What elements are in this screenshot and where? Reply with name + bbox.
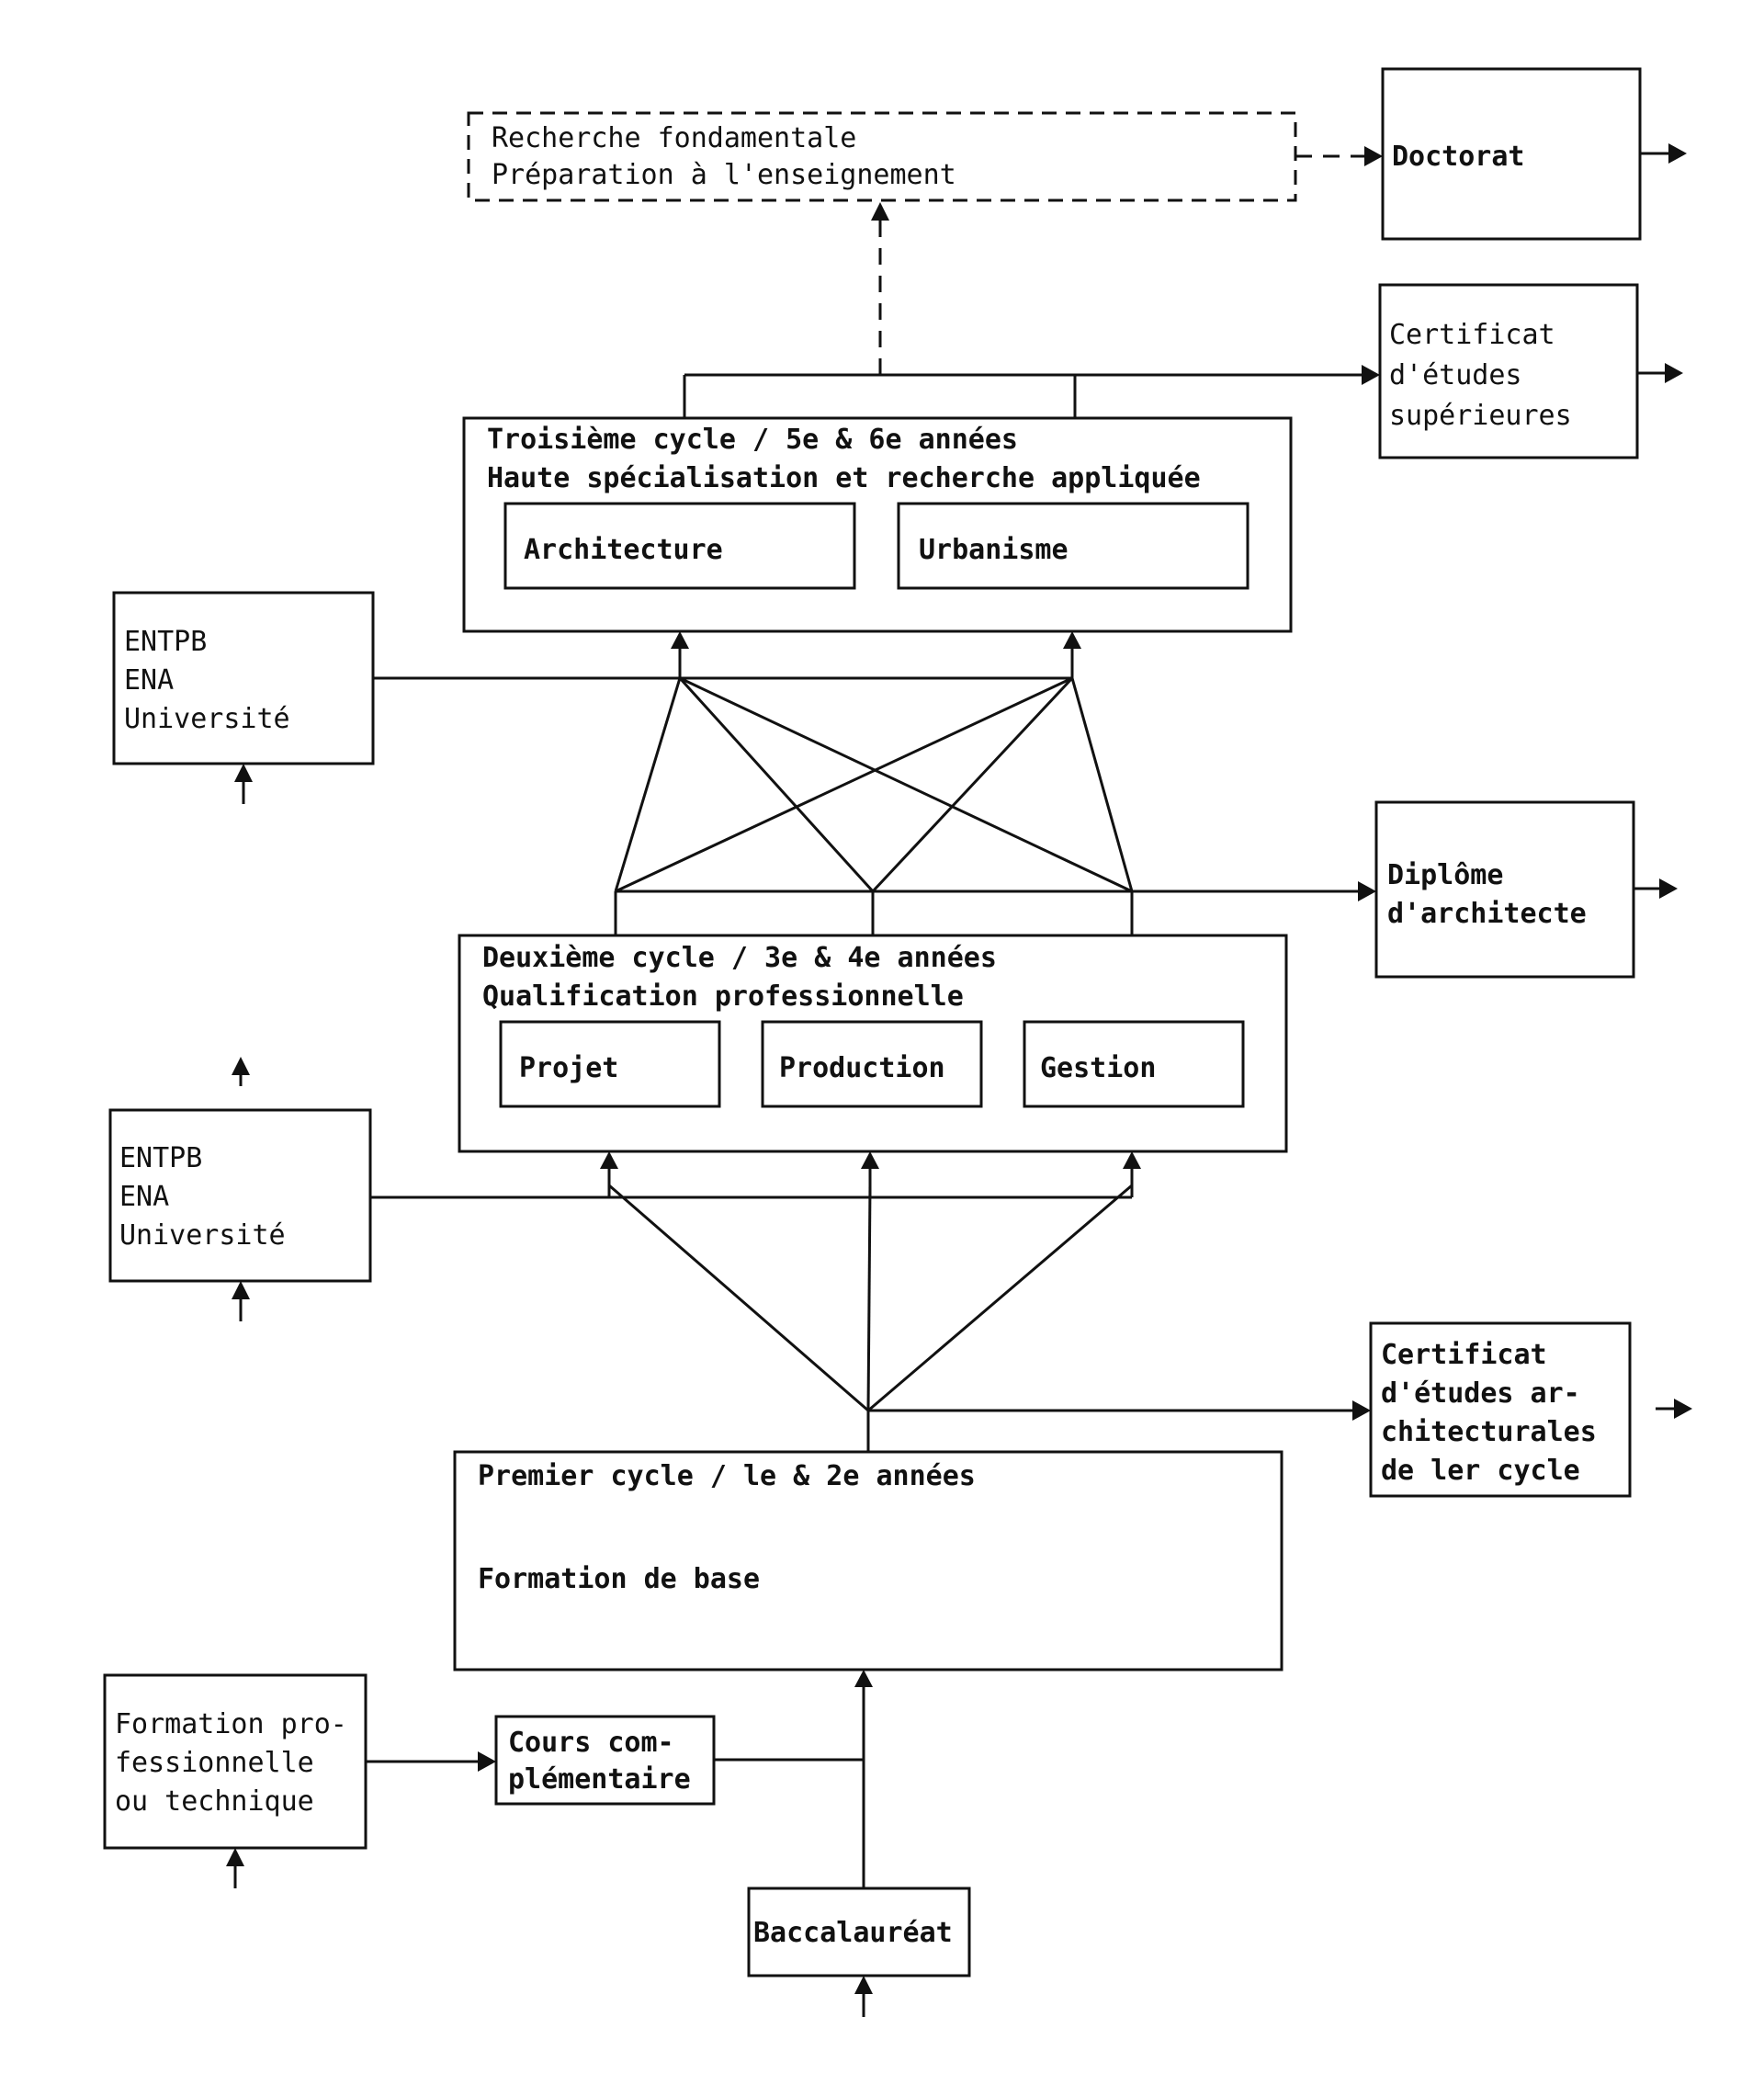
- entry-lower-line-1: ENTPB: [119, 1142, 202, 1174]
- entry-lower-line-2: ENA: [119, 1181, 169, 1213]
- diplome-out-arrowhead: [1659, 878, 1678, 899]
- cross-1: [614, 677, 682, 892]
- baccalaureat-box: [747, 1887, 971, 1977]
- entry-upper-input-arrowhead: [234, 764, 253, 782]
- formation-pro-line-3: ou technique: [115, 1785, 314, 1818]
- diplome-line-2: d'architecte: [1387, 898, 1587, 930]
- research-line-1: Recherche fondamentale: [492, 122, 856, 154]
- certificat-architecturales-box: [1369, 1321, 1632, 1498]
- premier-cycle-subtitle: Formation de base: [478, 1563, 760, 1595]
- deuxieme-cycle-title: Deuxième cycle / 3e & 4e années: [482, 942, 997, 974]
- cross-2: [615, 676, 1073, 893]
- troisieme-to-research-arrowhead: [871, 202, 889, 221]
- hub-to-gestion-line: [867, 1184, 1133, 1412]
- bac-input-arrowhead: [854, 1976, 873, 1994]
- premier-cycle-box: [453, 1450, 1283, 1671]
- entry-lower-up-arrowhead: [232, 1057, 250, 1075]
- formation-to-cours-arrowhead: [478, 1751, 496, 1772]
- to-production-arrowhead: [861, 1151, 879, 1169]
- hub-to-production-line: [866, 1184, 872, 1411]
- cross-6: [1070, 677, 1134, 892]
- entry-upper-line-1: ENTPB: [124, 626, 207, 658]
- baccalaureat-label: Baccalauréat: [753, 1917, 953, 1949]
- certificat-architecturales-line-3: chitecturales: [1381, 1416, 1597, 1448]
- certificat-superieures-line-1: Certificat: [1389, 319, 1555, 351]
- entry-upper-line-2: ENA: [124, 664, 174, 697]
- to-urbanisme-arrowhead: [1063, 631, 1081, 649]
- cross-5: [679, 676, 1133, 893]
- certificat-architecturales-line-2: d'études ar-: [1381, 1377, 1580, 1410]
- troisieme-cycle-title: Troisième cycle / 5e & 6e années: [487, 424, 1018, 456]
- entry-upper-line-3: Université: [124, 703, 290, 735]
- certificat-superieures-out-arrowhead: [1665, 363, 1683, 383]
- production-box: [761, 1020, 983, 1108]
- certificat-superieures-line-2: d'études: [1389, 359, 1522, 391]
- research-line-2: Préparation à l'enseignement: [492, 159, 956, 191]
- bac-to-premier-arrowhead: [854, 1670, 873, 1687]
- formation-input-arrowhead: [226, 1848, 244, 1866]
- entry-lower-line-3: Université: [119, 1219, 286, 1252]
- to-gestion-arrowhead: [1123, 1151, 1141, 1169]
- formation-pro-line-2: fessionnelle: [115, 1747, 314, 1779]
- hub-to-projet-line: [608, 1184, 869, 1412]
- gestion-label: Gestion: [1040, 1052, 1156, 1084]
- projet-box: [499, 1020, 721, 1108]
- certificat-architecturales-line-4: de ler cycle: [1381, 1455, 1580, 1487]
- cross-3: [678, 676, 875, 893]
- certificat-architecturales-line-1: Certificat: [1381, 1339, 1547, 1371]
- certificat-architecturales-out-arrowhead: [1674, 1399, 1692, 1419]
- doctorat-label: Doctorat: [1392, 141, 1525, 173]
- to-projet-arrowhead: [600, 1151, 618, 1169]
- certificat-superieures-box: [1378, 283, 1639, 459]
- architecture-box: [503, 502, 856, 590]
- research-box: [467, 111, 1297, 202]
- urbanisme-label: Urbanisme: [919, 534, 1069, 566]
- architecture-label: Architecture: [524, 534, 723, 566]
- projet-label: Projet: [519, 1052, 618, 1084]
- certificat-superieures-line-3: supérieures: [1389, 400, 1572, 432]
- research-to-doctorat-arrowhead: [1364, 146, 1383, 166]
- doctorat-out-arrowhead: [1668, 143, 1687, 164]
- production-label: Production: [779, 1052, 945, 1084]
- hub-to-certificat-arrowhead: [1352, 1400, 1371, 1421]
- to-certificat-superieures-arrowhead: [1362, 365, 1380, 385]
- gestion-box: [1023, 1020, 1245, 1108]
- troisieme-cycle-subtitle: Haute spécialisation et recherche appliq…: [487, 462, 1201, 494]
- cours-line-2: plémentaire: [508, 1763, 691, 1796]
- doctorat-box: [1381, 67, 1642, 241]
- entry-lower-box: [108, 1108, 372, 1283]
- cross-4: [871, 676, 1074, 893]
- urbanisme-box: [897, 502, 1250, 590]
- entry-lower-input-arrowhead: [232, 1281, 250, 1299]
- formation-pro-line-1: Formation pro-: [115, 1708, 347, 1740]
- cours-line-1: Cours com-: [508, 1727, 674, 1759]
- premier-cycle-title: Premier cycle / le & 2e années: [478, 1460, 976, 1492]
- deuxieme-cycle-subtitle: Qualification professionnelle: [482, 980, 964, 1013]
- to-architecture-arrowhead: [671, 631, 689, 649]
- to-diplome-arrowhead: [1358, 881, 1376, 901]
- entry-upper-box: [112, 591, 375, 765]
- diplome-line-1: Diplôme: [1387, 859, 1503, 891]
